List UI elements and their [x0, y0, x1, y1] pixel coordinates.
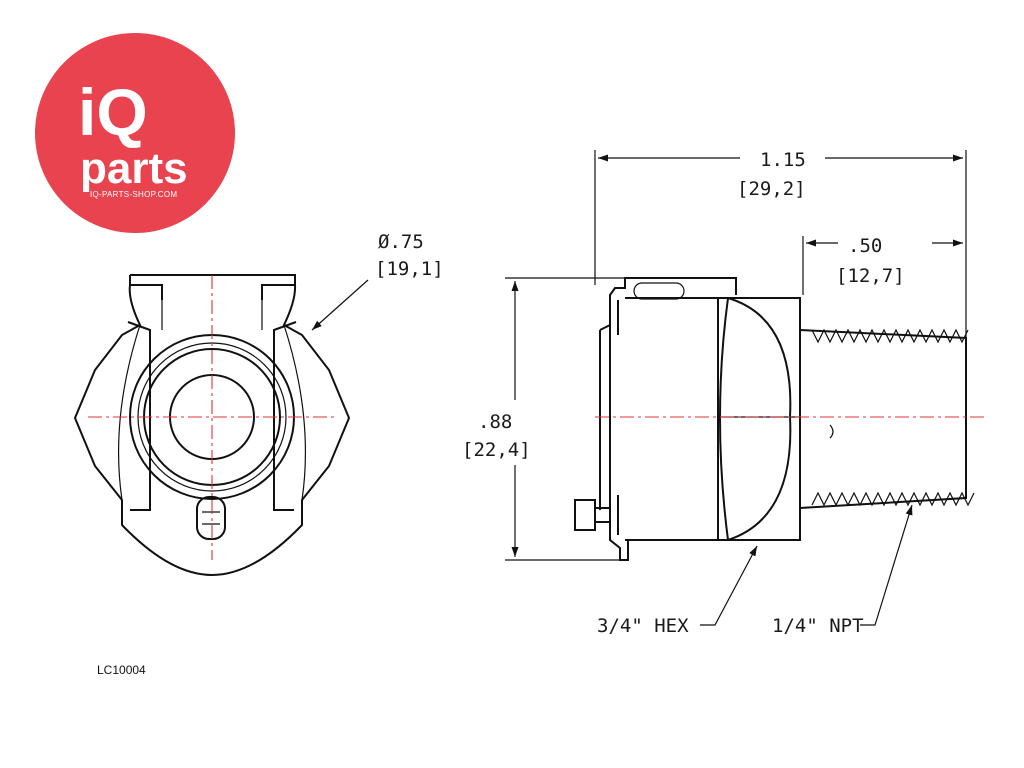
- diameter-imperial-label: Ø.75: [378, 231, 424, 253]
- side-hex: [717, 297, 801, 541]
- hex-callout-label: 3/4" HEX: [597, 615, 689, 637]
- diameter-leader: [311, 279, 369, 331]
- side-latch-top: [599, 277, 737, 331]
- thread-metric-label: [12,7]: [836, 265, 905, 287]
- side-hex-flats: [719, 297, 792, 541]
- logo-url-text: IQ-PARTS-SHOP.COM: [90, 190, 177, 199]
- side-view: 1.15 [29,2] .50 [12,7] .88 [22,4] 3/4" H…: [462, 149, 985, 637]
- side-thread-outline: [799, 329, 967, 509]
- front-body-inner: [117, 300, 307, 501]
- length-imperial-label: 1.15: [760, 149, 806, 171]
- brand-logo: iQ parts IQ-PARTS-SHOP.COM: [35, 33, 235, 233]
- height-metric-label: [22,4]: [462, 439, 531, 461]
- front-side-wings: [127, 321, 297, 511]
- side-thread-top: [811, 328, 969, 344]
- side-left-edge: [609, 295, 629, 561]
- part-code: LC10004: [97, 663, 146, 677]
- logo-iq-text: iQ: [78, 75, 148, 149]
- npt-callout-label: 1/4" NPT: [772, 615, 864, 637]
- side-thread-bottom: [811, 491, 975, 507]
- hex-leader: [700, 545, 758, 626]
- front-button-lines: [202, 511, 220, 525]
- side-left-details: [599, 300, 619, 535]
- front-view: Ø.75 [19,1]: [73, 231, 444, 577]
- side-latch-slot: [633, 282, 685, 300]
- thread-imperial-label: .50: [848, 235, 882, 257]
- side-screw-shank: [595, 507, 610, 523]
- side-thread-mark: [829, 424, 834, 439]
- front-body-outline: [73, 284, 351, 577]
- logo-parts-text: parts: [80, 144, 188, 193]
- logo-circle: [35, 33, 235, 233]
- side-body: [625, 297, 719, 541]
- height-imperial-label: .88: [478, 411, 512, 433]
- front-release-button: [196, 496, 226, 540]
- side-screw-head: [574, 499, 596, 531]
- npt-leader: [860, 504, 913, 626]
- length-metric-label: [29,2]: [737, 178, 806, 200]
- diameter-metric-label: [19,1]: [375, 258, 444, 280]
